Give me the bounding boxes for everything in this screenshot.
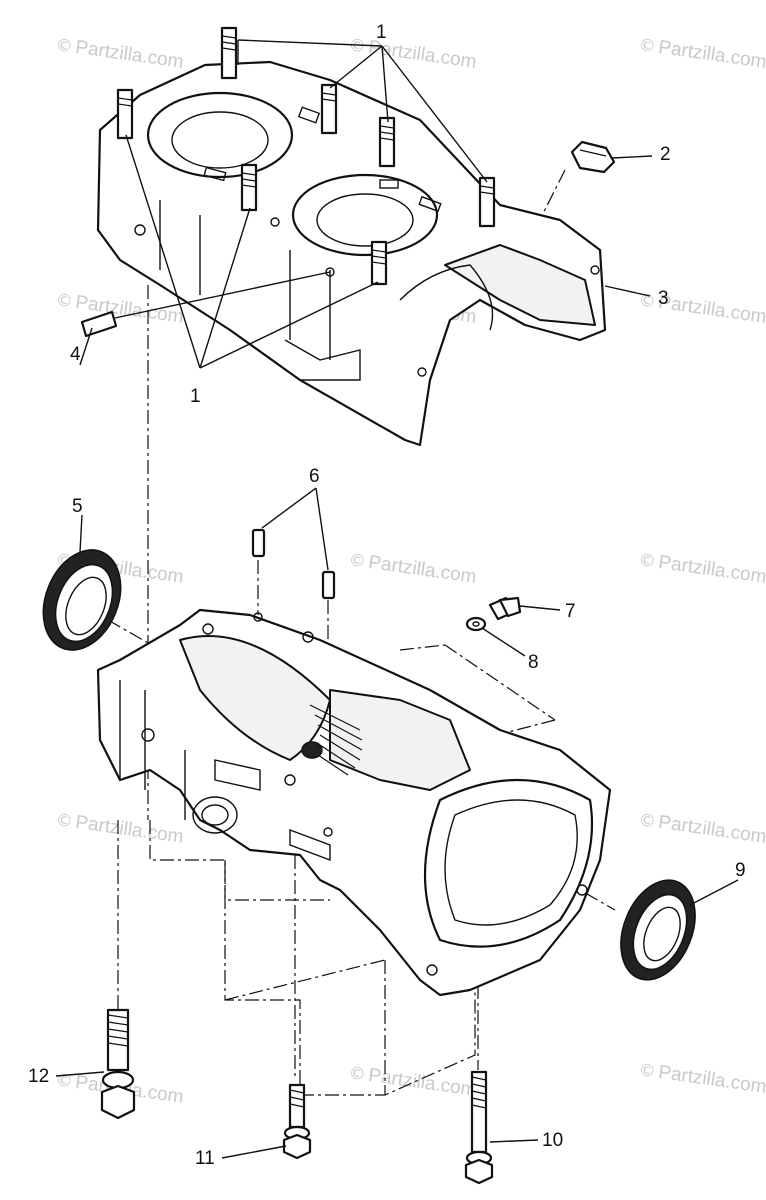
watermark: © Partzilla.com xyxy=(637,35,766,73)
svg-text:Partzilla.com: Partzilla.com xyxy=(367,552,478,588)
svg-text:©: © xyxy=(347,1063,367,1085)
svg-text:Partzilla.com: Partzilla.com xyxy=(657,1062,766,1098)
watermark: © Partzilla.com xyxy=(54,35,185,73)
callout-7: 7 xyxy=(565,601,576,622)
callout-4: 4 xyxy=(70,344,81,365)
watermark: © Partzilla.com xyxy=(54,290,184,328)
watermark: © Partzilla.com xyxy=(637,810,766,848)
svg-text:©: © xyxy=(347,35,367,57)
bolt-part-7 xyxy=(488,596,522,621)
callout-labels: 1 1 2 3 4 5 6 7 8 9 10 11 12 xyxy=(28,22,746,1169)
seal-part-5 xyxy=(42,549,122,651)
svg-text:©: © xyxy=(54,1070,74,1092)
washer-part-8 xyxy=(465,616,487,632)
callout-2: 2 xyxy=(660,144,671,165)
svg-text:©: © xyxy=(637,1060,657,1082)
svg-text:©: © xyxy=(637,35,657,57)
seal-part-9 xyxy=(620,879,696,981)
bolt-part-10 xyxy=(464,1070,494,1185)
callout-1-bottom: 1 xyxy=(190,386,201,407)
svg-text:©: © xyxy=(54,810,74,832)
callout-5: 5 xyxy=(72,496,83,517)
callout-10: 10 xyxy=(542,1130,563,1151)
bolt-part-11 xyxy=(282,1083,312,1160)
callout-8: 8 xyxy=(528,652,539,673)
callout-3: 3 xyxy=(658,288,669,309)
leader-lines xyxy=(55,39,739,1159)
svg-text:Partzilla.com: Partzilla.com xyxy=(657,812,766,848)
svg-text:©: © xyxy=(637,290,657,312)
callout-11: 11 xyxy=(195,1148,215,1169)
watermark: © Partzilla.com xyxy=(347,1063,477,1101)
callout-12: 12 xyxy=(28,1066,49,1087)
svg-text:Partzilla.com: Partzilla.com xyxy=(657,37,766,73)
svg-text:Partzilla.com: Partzilla.com xyxy=(74,812,185,848)
svg-text:Partzilla.com: Partzilla.com xyxy=(74,37,185,73)
watermark: © Partzilla.com xyxy=(347,35,477,73)
fitting-part-2 xyxy=(570,140,616,174)
svg-text:Partzilla.com: Partzilla.com xyxy=(657,552,766,588)
svg-text:©: © xyxy=(637,550,657,572)
bolt-part-12 xyxy=(100,1008,136,1120)
lower-crankcase xyxy=(96,608,612,997)
svg-text:©: © xyxy=(637,810,657,832)
watermark: © Partzilla.com xyxy=(637,1060,766,1098)
callout-6: 6 xyxy=(309,466,320,487)
watermark: © Partzilla.com xyxy=(637,550,766,588)
watermark: © Partzilla.com xyxy=(54,810,185,848)
svg-text:©: © xyxy=(54,35,74,57)
watermark: © Partzilla.com xyxy=(347,550,478,588)
svg-text:©: © xyxy=(54,290,74,312)
watermark: © Partzilla.com xyxy=(637,290,766,328)
upper-crankcase xyxy=(96,26,607,447)
callout-1-top: 1 xyxy=(376,22,387,43)
callout-9: 9 xyxy=(735,860,746,881)
svg-text:©: © xyxy=(347,550,367,572)
dowel-pins-part-6 xyxy=(251,528,336,600)
svg-text:Partzilla.com: Partzilla.com xyxy=(657,292,766,328)
